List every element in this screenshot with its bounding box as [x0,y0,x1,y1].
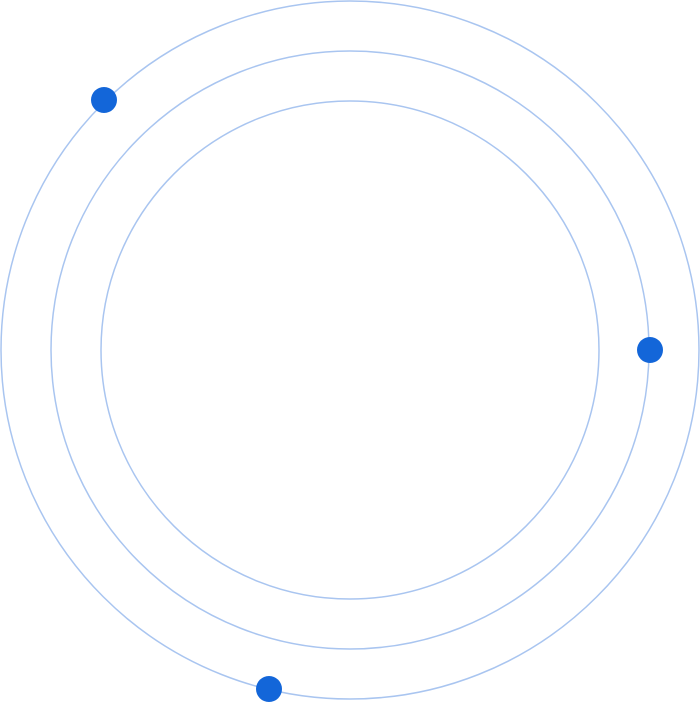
inner-ring [100,100,600,600]
orbit-dot-top-left [91,87,117,113]
middle-ring [50,50,650,650]
orbit-dot-right [637,337,663,363]
orbit-dot-bottom [256,676,282,702]
